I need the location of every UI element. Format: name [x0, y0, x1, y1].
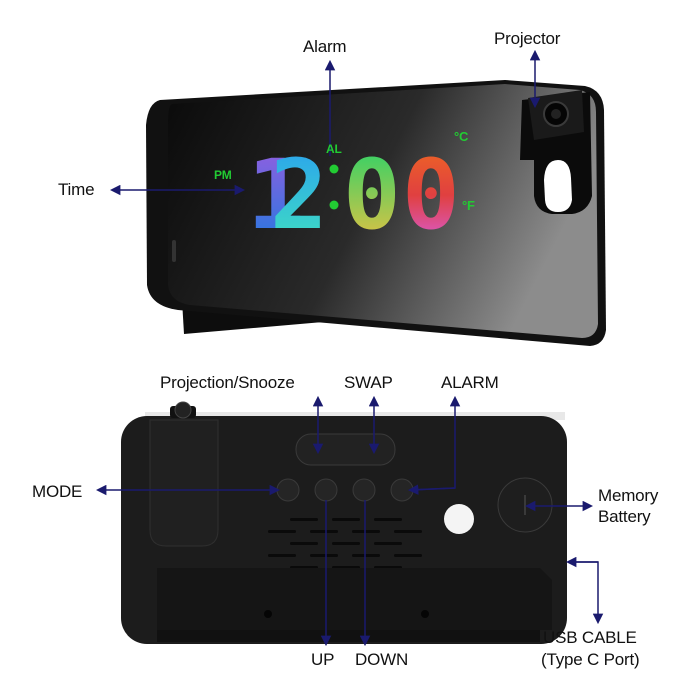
- usb-cable-callout-line1: USB CABLE: [543, 628, 637, 647]
- top-pill-buttons: [295, 433, 396, 466]
- up-callout: UP: [311, 650, 335, 669]
- colon-dot-top: [329, 164, 339, 174]
- usb-cable-callout-line2: (Type C Port): [541, 650, 640, 669]
- mode-button[interactable]: [276, 478, 300, 502]
- speaker-grille: [268, 518, 422, 569]
- projection-snooze-callout: Projection/Snooze: [160, 373, 295, 392]
- alarm-back-callout: ALARM: [441, 373, 499, 392]
- down-button[interactable]: [352, 478, 376, 502]
- digit-3: 0: [343, 139, 401, 251]
- memory-battery-callout-line1: Memory: [598, 486, 659, 505]
- mode-callout: MODE: [32, 482, 83, 501]
- alarm-callout: Alarm: [303, 37, 347, 56]
- digit-2: 2: [270, 139, 328, 251]
- pm-indicator: PM: [214, 168, 232, 182]
- alarm-indicator: AL: [326, 142, 342, 156]
- mirror-screen: [168, 84, 598, 338]
- projector-callout: Projector: [494, 29, 561, 48]
- fahrenheit-indicator: °F: [462, 198, 475, 213]
- sticker-label: [444, 504, 474, 534]
- digit-1: 1: [247, 139, 305, 251]
- swap-callout: SWAP: [344, 373, 393, 392]
- alarm-button[interactable]: [390, 478, 414, 502]
- time-callout: Time: [58, 180, 95, 199]
- projector-arm: [149, 419, 219, 547]
- down-callout: DOWN: [355, 650, 409, 669]
- clock-digits: 1 2 0 0: [247, 139, 460, 251]
- back-stand: [157, 568, 552, 630]
- usb-cable-arrow: [568, 561, 604, 625]
- colon-dot-bottom: [329, 200, 339, 210]
- projector-module: [520, 90, 592, 214]
- memory-battery-callout-line2: Battery: [598, 507, 651, 526]
- celsius-indicator: °C: [454, 129, 469, 144]
- up-button[interactable]: [314, 478, 338, 502]
- digit-4: 0: [402, 139, 460, 251]
